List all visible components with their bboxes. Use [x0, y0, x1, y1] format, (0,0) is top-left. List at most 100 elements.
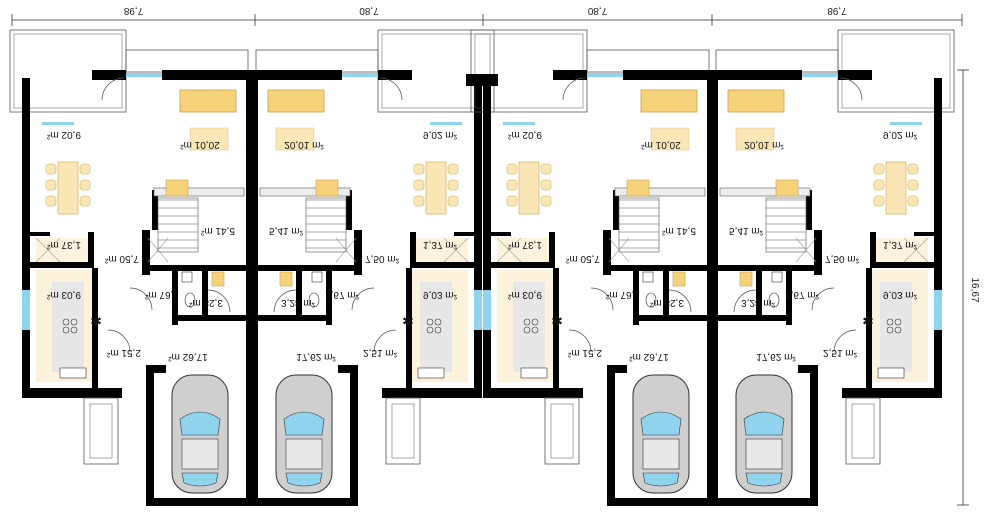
- chair: [413, 195, 425, 207]
- hob-burner: [886, 326, 894, 334]
- room-label-vestibule: 2,51 m²: [363, 347, 398, 358]
- wall: [710, 315, 792, 321]
- wall: [142, 265, 246, 271]
- room-label-stairs: 5,41 m²: [661, 225, 696, 236]
- car-windshield: [179, 411, 221, 436]
- room-label-living: 20,01 m²: [641, 139, 681, 150]
- window-glass: [503, 122, 535, 125]
- wall: [172, 265, 178, 325]
- toilet: [645, 292, 657, 308]
- room-label-dining: 9,02 m²: [423, 129, 458, 140]
- car-roof: [642, 438, 680, 470]
- wall: [786, 265, 792, 325]
- storage-shelf: [35, 237, 61, 263]
- boiler-icon: [739, 271, 753, 287]
- wall: [623, 70, 715, 80]
- room-label-wc: 1,67 m²: [605, 289, 640, 300]
- chair: [873, 163, 885, 175]
- room-label-wc: 1,67 m²: [325, 289, 360, 300]
- washbasin: [771, 271, 783, 283]
- kitchen-counter: [420, 282, 452, 372]
- door-swing: [373, 329, 397, 353]
- dining-table: [518, 161, 540, 215]
- boiler-icon: [211, 271, 225, 287]
- unit-2: ✱20,01 m²9,02 m²5,41 m²7,50 m²1,37 m²9,0…: [248, 29, 495, 506]
- hob-burner: [434, 326, 442, 334]
- car-icon: [171, 374, 229, 494]
- fireplace-icon: [775, 179, 799, 197]
- unit-3: ✱20,01 m²9,02 m²5,41 m²7,50 m²1,37 m²9,0…: [470, 29, 717, 506]
- room-label-wc: 1,67 m²: [144, 289, 179, 300]
- door-swing: [833, 329, 857, 353]
- wall: [326, 265, 332, 325]
- wall: [410, 262, 474, 268]
- entrance-canopy: [845, 397, 881, 465]
- dimension-label-top: 7,80: [587, 5, 607, 16]
- toilet: [308, 292, 320, 308]
- car-icon: [632, 374, 690, 494]
- storage-shelf: [496, 237, 522, 263]
- car-rear-window: [745, 472, 783, 487]
- door-swing: [733, 289, 757, 313]
- room-label-dining: 9,02 m²: [507, 129, 542, 140]
- hob-burner: [523, 326, 531, 334]
- staircase: [618, 197, 660, 253]
- wall: [483, 388, 583, 398]
- wall: [250, 315, 332, 321]
- room-label-hall: 7,50 m²: [565, 253, 600, 264]
- kitchen-counter: [513, 282, 545, 372]
- room-label-hall: 7,50 m²: [365, 253, 400, 264]
- wall: [814, 230, 822, 275]
- wall: [350, 365, 358, 505]
- wall: [474, 78, 482, 398]
- car-windshield: [283, 411, 325, 436]
- hob-burner: [531, 318, 539, 326]
- window-glass: [934, 290, 942, 330]
- storage-shelf: [443, 237, 469, 263]
- entrance-canopy-inner: [391, 403, 415, 459]
- chair: [540, 195, 552, 207]
- units-group: ✱20,01 m²9,02 m²5,41 m²7,50 m²1,37 m²9,0…: [9, 29, 955, 506]
- wall: [88, 232, 94, 268]
- wall: [354, 230, 362, 275]
- door-swing: [273, 289, 297, 313]
- entrance-canopy-inner: [89, 403, 113, 459]
- wall: [142, 230, 150, 275]
- wall: [406, 268, 412, 388]
- car-roof: [285, 438, 323, 470]
- wall: [250, 70, 342, 80]
- wall: [718, 265, 822, 271]
- chair: [413, 163, 425, 175]
- kitchen-sink: [59, 367, 87, 379]
- room-label-living: 20,01 m²: [180, 139, 220, 150]
- door-swing: [668, 289, 692, 313]
- room-label-hall: 7,50 m²: [104, 253, 139, 264]
- room-label-wc: 1,67 m²: [785, 289, 820, 300]
- kitchen-sink: [417, 367, 445, 379]
- door-swing: [351, 287, 375, 311]
- dining-table: [885, 161, 907, 215]
- wall: [607, 365, 627, 373]
- room-label-pantry: 1,37 m²: [46, 239, 81, 250]
- room-label-boiler: 3,28 m²: [188, 297, 223, 308]
- storage-shelf: [147, 237, 169, 263]
- chair: [540, 163, 552, 175]
- chair: [540, 179, 552, 191]
- wall: [146, 365, 166, 373]
- chair: [45, 179, 57, 191]
- wall: [296, 265, 302, 315]
- storage-shelf: [795, 237, 817, 263]
- wall: [491, 262, 555, 268]
- wall: [338, 365, 358, 373]
- wall: [250, 498, 358, 506]
- window-glass: [587, 73, 623, 77]
- hob-burner: [62, 318, 70, 326]
- toilet: [768, 292, 780, 308]
- kitchen-counter: [52, 282, 84, 372]
- hob-burner: [886, 318, 894, 326]
- room-label-living: 20,01 m²: [284, 139, 324, 150]
- wall: [346, 190, 352, 230]
- wall: [30, 232, 50, 236]
- washbasin: [642, 271, 654, 283]
